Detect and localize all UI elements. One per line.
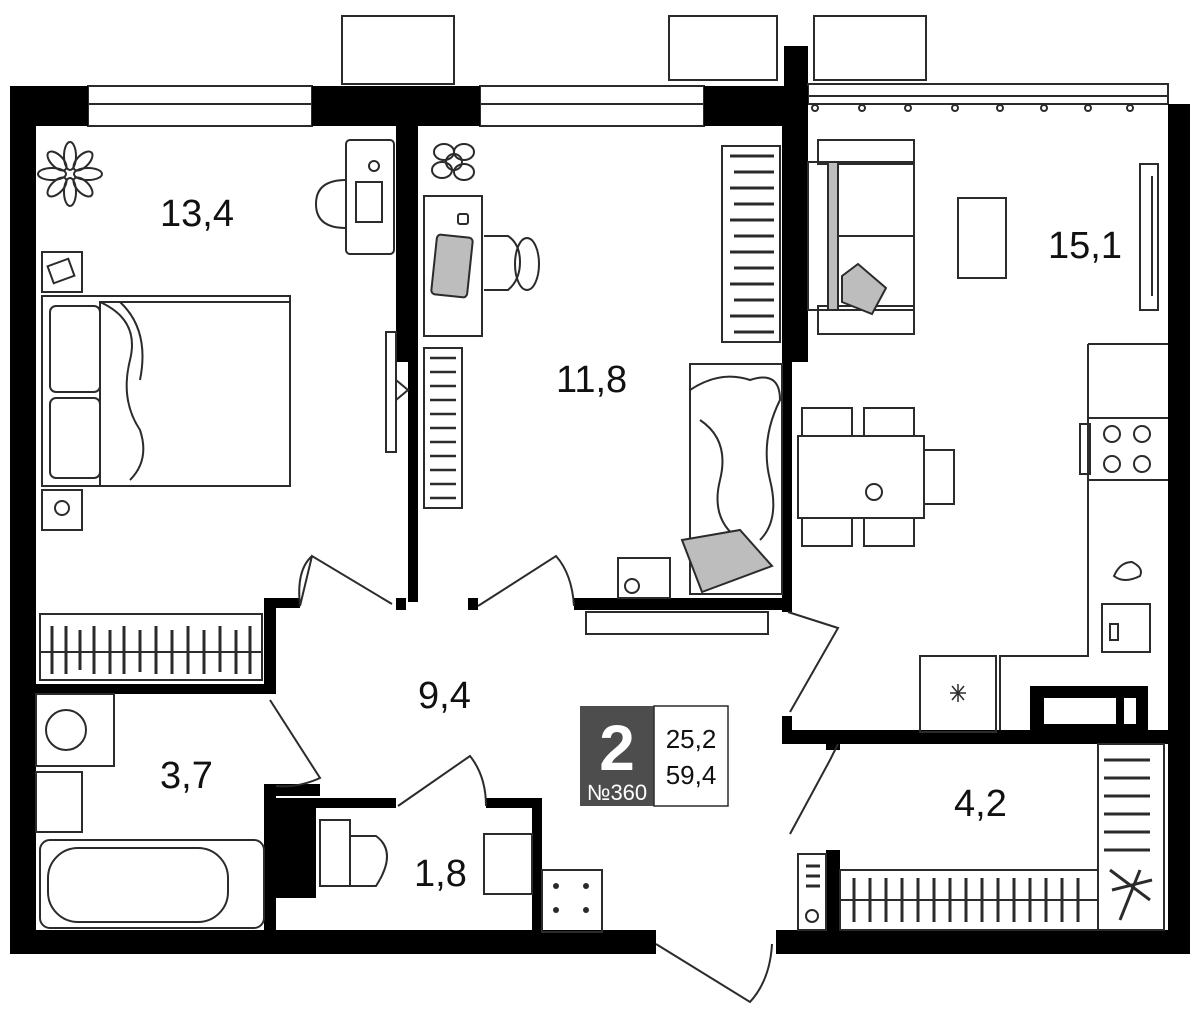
doors — [269, 554, 840, 1004]
badge-background — [580, 706, 654, 806]
room-area-bathroom: 3,7 — [160, 755, 213, 797]
bedroom-furniture — [37, 139, 410, 681]
apartment-badge: 2 №360 25,2 59,4 — [580, 705, 729, 807]
windows — [87, 83, 1169, 127]
living-area: 25,2 — [666, 724, 717, 754]
kitchen-furniture — [797, 139, 1168, 733]
sanitary — [35, 693, 603, 933]
room-area-hall: 9,4 — [418, 675, 471, 717]
room-area-wc: 1,8 — [414, 853, 467, 895]
room-area-kitchen-living: 15,1 — [1048, 225, 1122, 267]
wardrobe-furniture — [797, 743, 1165, 931]
total-area: 59,4 — [666, 760, 717, 790]
apartment-number: №360 — [587, 780, 647, 805]
room-area-second-room: 11,8 — [556, 359, 627, 401]
balcony-outlines — [341, 15, 927, 86]
room2-furniture — [423, 143, 783, 635]
walls — [10, 86, 1190, 954]
room-area-bedroom: 13,4 — [160, 193, 234, 235]
rooms-count: 2 — [599, 712, 635, 784]
room-area-wardrobe: 4,2 — [954, 783, 1007, 825]
badge-values-box — [653, 705, 729, 807]
